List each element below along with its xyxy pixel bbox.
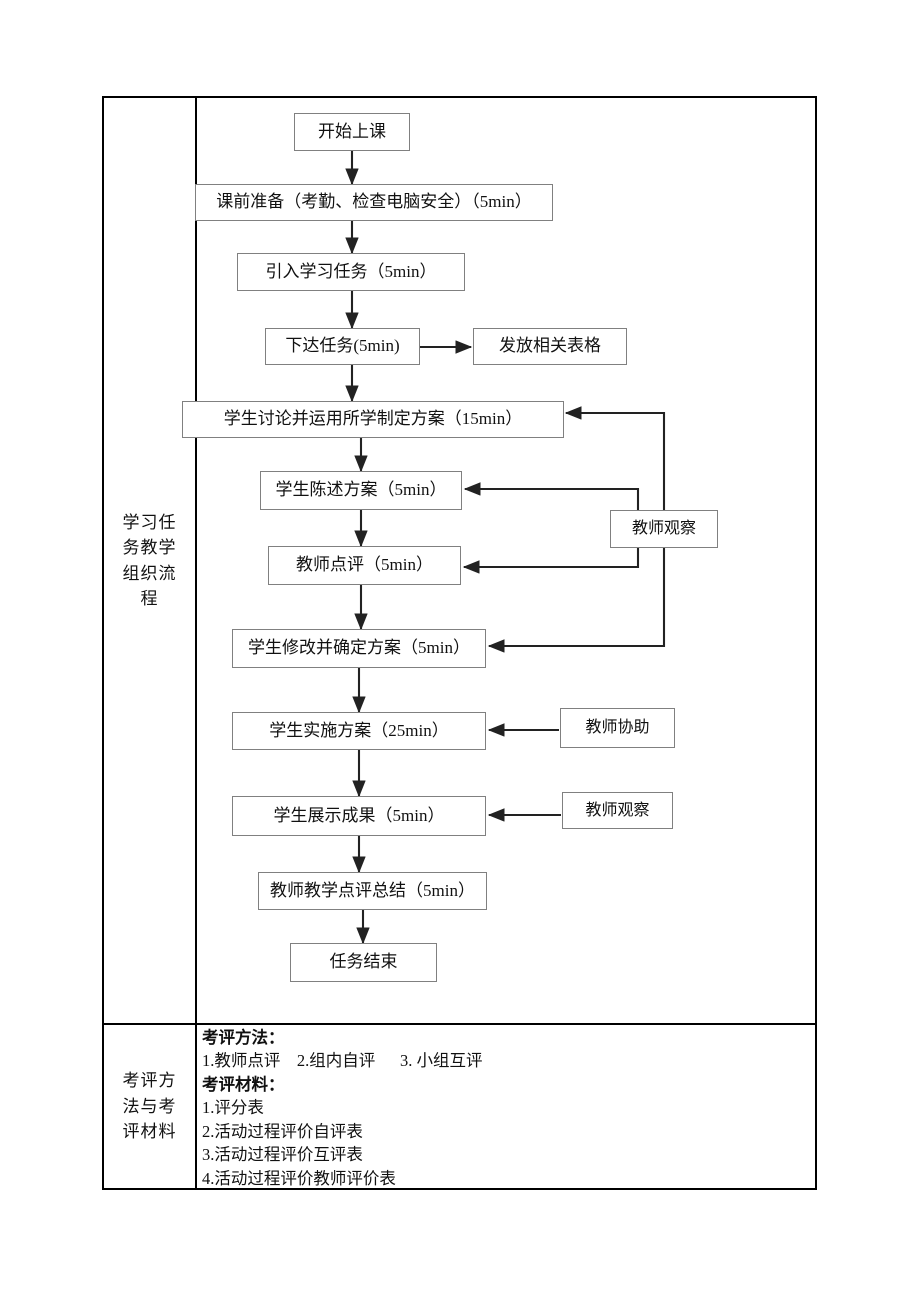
- node-task-end[interactable]: 任务结束: [290, 943, 437, 982]
- assessment-label-line-1: 考评方: [122, 1071, 177, 1091]
- node-start-class[interactable]: 开始上课: [294, 113, 410, 151]
- row-label-line-2: 务教学: [122, 538, 177, 557]
- node-students-show-results[interactable]: 学生展示成果（5min）: [232, 796, 486, 836]
- node-teacher-summary[interactable]: 教师教学点评总结（5min）: [258, 872, 487, 910]
- node-label: 学生陈述方案（5min）: [275, 480, 447, 500]
- row-label-line-1: 学习任: [122, 512, 177, 532]
- row-label-assessment: 考评方 法与考 评材料: [104, 1023, 195, 1190]
- node-label: 学生展示成果（5min）: [273, 805, 445, 825]
- node-label: 教师观察: [631, 520, 696, 538]
- node-students-present-plan[interactable]: 学生陈述方案（5min）: [260, 471, 462, 510]
- assessment-label-line-2: 法与考: [122, 1096, 177, 1116]
- node-label: 课前准备（考勤、检查电脑安全）（5min）: [216, 192, 532, 212]
- table-column-divider-assessment: [195, 1023, 197, 1190]
- assessment-material-item: 2.活动过程评价自评表: [202, 1121, 363, 1141]
- node-label: 教师点评（5min）: [296, 555, 433, 575]
- node-introduce-learning-task[interactable]: 引入学习任务（5min）: [237, 253, 465, 291]
- node-label: 学生实施方案（25min）: [269, 720, 449, 740]
- node-label: 任务结束: [329, 952, 398, 972]
- node-teacher-assist[interactable]: 教师协助: [560, 708, 675, 748]
- row-label-teaching-process: 学习任 务教学 组织流 程: [104, 98, 195, 1023]
- table-row-divider: [104, 1023, 815, 1025]
- node-label: 下达任务(5min): [285, 336, 400, 356]
- node-teacher-observe-middle[interactable]: 教师观察: [610, 510, 718, 548]
- row-label-line-4: 程: [140, 589, 159, 608]
- assessment-methods-heading: 考评方法：: [202, 1028, 285, 1047]
- node-label: 开始上课: [318, 121, 386, 141]
- assessment-methods-line: 1.教师点评 2.组内自评 3. 小组互评: [202, 1051, 483, 1071]
- node-label: 学生讨论并运用所学制定方案（15min）: [223, 409, 523, 429]
- node-label: 教师协助: [585, 719, 650, 737]
- node-label: 教师观察: [585, 801, 650, 819]
- node-students-revise-plan[interactable]: 学生修改并确定方案（5min）: [232, 629, 486, 668]
- node-students-implement-plan[interactable]: 学生实施方案（25min）: [232, 712, 486, 750]
- table-column-divider-flow: [195, 98, 197, 1023]
- node-label: 教师教学点评总结（5min）: [270, 880, 475, 900]
- node-teacher-observe-lower[interactable]: 教师观察: [562, 792, 673, 829]
- assessment-material-item: 4.活动过程评价教师评价表: [202, 1168, 396, 1188]
- node-pre-class-preparation[interactable]: 课前准备（考勤、检查电脑安全）（5min）: [195, 184, 553, 221]
- node-label: 引入学习任务（5min）: [265, 261, 437, 281]
- assessment-material-item: 1.评分表: [202, 1098, 264, 1118]
- assessment-content: 考评方法： 1.教师点评 2.组内自评 3. 小组互评 考评材料： 1.评分表 …: [202, 1026, 802, 1190]
- node-teacher-comment[interactable]: 教师点评（5min）: [268, 546, 461, 585]
- node-label: 发放相关表格: [499, 336, 601, 356]
- assessment-material-item: 3.活动过程评价互评表: [202, 1145, 363, 1165]
- node-distribute-forms[interactable]: 发放相关表格: [473, 328, 627, 365]
- node-assign-task[interactable]: 下达任务(5min): [265, 328, 420, 365]
- row-label-line-3: 组织流: [122, 563, 177, 583]
- assessment-materials-heading: 考评材料：: [202, 1074, 285, 1094]
- assessment-label-line-3: 评材料: [122, 1122, 177, 1142]
- node-students-discuss-plan[interactable]: 学生讨论并运用所学制定方案（15min）: [182, 401, 564, 438]
- node-label: 学生修改并确定方案（5min）: [248, 638, 470, 658]
